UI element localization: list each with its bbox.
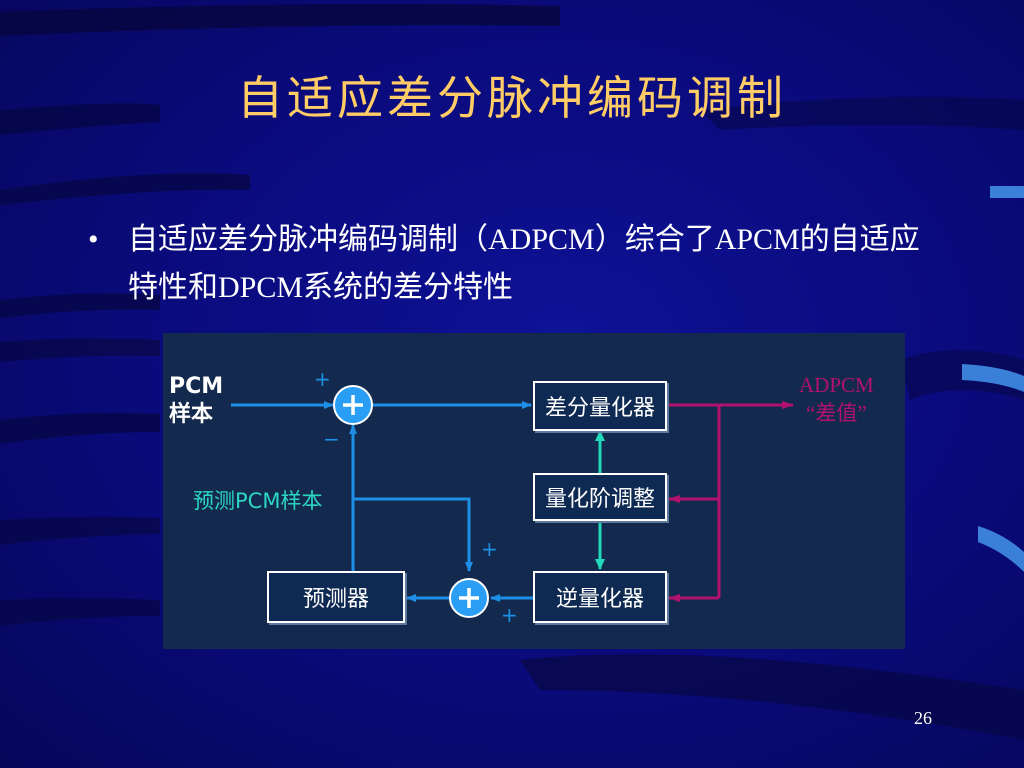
bullet-marker: •	[88, 223, 99, 256]
bullet-text: 自适应差分脉冲编码调制（ADPCM）综合了APCM的自适应特性和DPCM系统的差…	[128, 223, 920, 304]
step-adjust-block: 量化阶调整	[533, 473, 667, 521]
output-label-line2: “差值”	[806, 401, 867, 425]
adpcm-block-diagram: PCM 样本 + − + + 预测PCM样本 ADPCM “差值” 差分量化器 …	[163, 333, 905, 649]
output-label: ADPCM “差值”	[799, 371, 874, 427]
input-label-line1: PCM	[169, 374, 224, 399]
diff-quantizer-block: 差分量化器	[533, 381, 667, 431]
predictor-block: 预测器	[267, 571, 405, 623]
page-number: 26	[914, 708, 932, 728]
adder-1	[333, 385, 373, 425]
adder1-minus-sign: −	[323, 427, 340, 451]
inverse-quantizer-block: 逆量化器	[533, 571, 667, 623]
input-label: PCM 样本	[169, 373, 223, 429]
adder2-plus-sign-bottom: +	[501, 603, 518, 627]
predicted-sample-label: 预测PCM样本	[193, 489, 323, 513]
bullet-point: • 自适应差分脉冲编码调制（ADPCM）综合了APCM的自适应特性和DPCM系统…	[88, 216, 948, 312]
input-label-line2: 样本	[169, 402, 214, 427]
diagram-connections	[231, 385, 794, 618]
feedback-to-adder2-line	[353, 497, 473, 572]
output-label-line1: ADPCM	[799, 373, 874, 397]
adder-2	[449, 578, 489, 618]
adder2-plus-sign-top: +	[481, 537, 498, 561]
adder1-plus-sign: +	[314, 367, 331, 391]
slide-title: 自适应差分脉冲编码调制	[237, 71, 787, 125]
